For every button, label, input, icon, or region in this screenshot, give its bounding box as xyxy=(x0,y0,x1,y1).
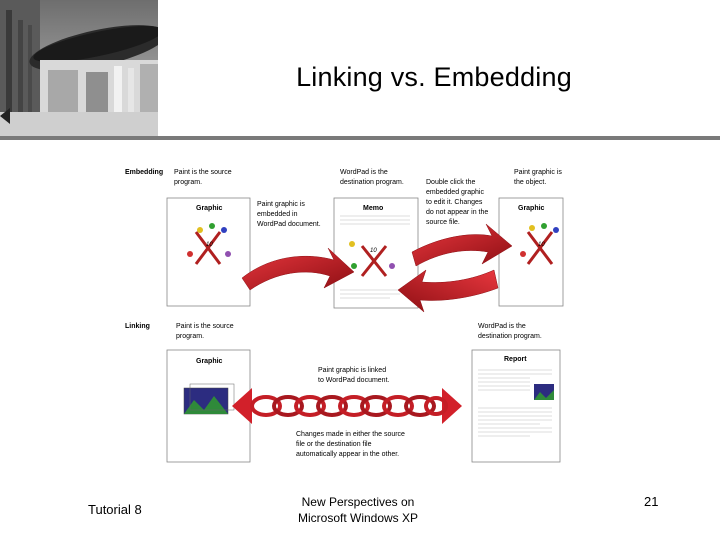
landscape-graphic-icon xyxy=(534,384,554,400)
footer-book-title-line1: New Perspectives on xyxy=(301,495,415,509)
paint-graphic-icon: 10 xyxy=(349,241,395,277)
svg-text:Graphic: Graphic xyxy=(196,205,223,212)
footer-tutorial: Tutorial 8 xyxy=(88,502,142,517)
svg-text:Report: Report xyxy=(504,356,527,363)
svg-text:Memo: Memo xyxy=(363,205,383,212)
header-photo xyxy=(0,0,158,136)
link-chain-arrow xyxy=(232,388,462,424)
double-click-note: Double click the embedded graphic to edi… xyxy=(426,179,490,226)
embedding-source-note: Paint is the source program. xyxy=(174,169,234,186)
linked-note: Paint graphic is linked to WordPad docum… xyxy=(318,367,390,384)
embedding-destination-note: WordPad is the destination program. xyxy=(340,169,404,186)
embedded-note: Paint graphic is embedded in WordPad doc… xyxy=(257,201,321,228)
linking-report-document: Report xyxy=(471,349,561,463)
embed-arrow-left xyxy=(397,269,499,313)
svg-text:10: 10 xyxy=(538,242,545,248)
title-divider xyxy=(0,136,720,140)
slide-title: Linking vs. Embedding xyxy=(296,62,572,92)
embedding-label: Embedding xyxy=(125,169,163,176)
svg-text:Graphic: Graphic xyxy=(518,205,545,212)
embed-arrow-right xyxy=(241,247,355,291)
embedding-object-document: Graphic 10 xyxy=(498,197,564,307)
linking-destination-note: WordPad is the destination program. xyxy=(478,323,542,340)
linking-source-note: Paint is the source program. xyxy=(176,323,236,340)
page-number: 21 xyxy=(644,494,659,509)
embed-arrow-right-2 xyxy=(411,223,513,267)
paint-graphic-icon: 10 xyxy=(520,223,559,265)
footer-book-title-line2: Microsoft Windows XP xyxy=(297,511,419,525)
object-note: Paint graphic is the object. xyxy=(514,169,564,186)
svg-text:10: 10 xyxy=(206,242,213,248)
embedding-source-document: Graphic 10 xyxy=(166,197,251,307)
footer-book-title: New Perspectives on Microsoft Windows XP xyxy=(278,494,438,526)
svg-text:10: 10 xyxy=(370,248,377,254)
svg-text:Graphic: Graphic xyxy=(196,358,223,365)
linking-label: Linking xyxy=(125,323,150,330)
linking-embedding-diagram: Embedding Paint is the source program. W… xyxy=(125,169,564,463)
changes-note: Changes made in either the source file o… xyxy=(296,431,407,458)
landscape-graphic-icon xyxy=(183,383,235,415)
paint-graphic-icon: 10 xyxy=(187,223,231,265)
